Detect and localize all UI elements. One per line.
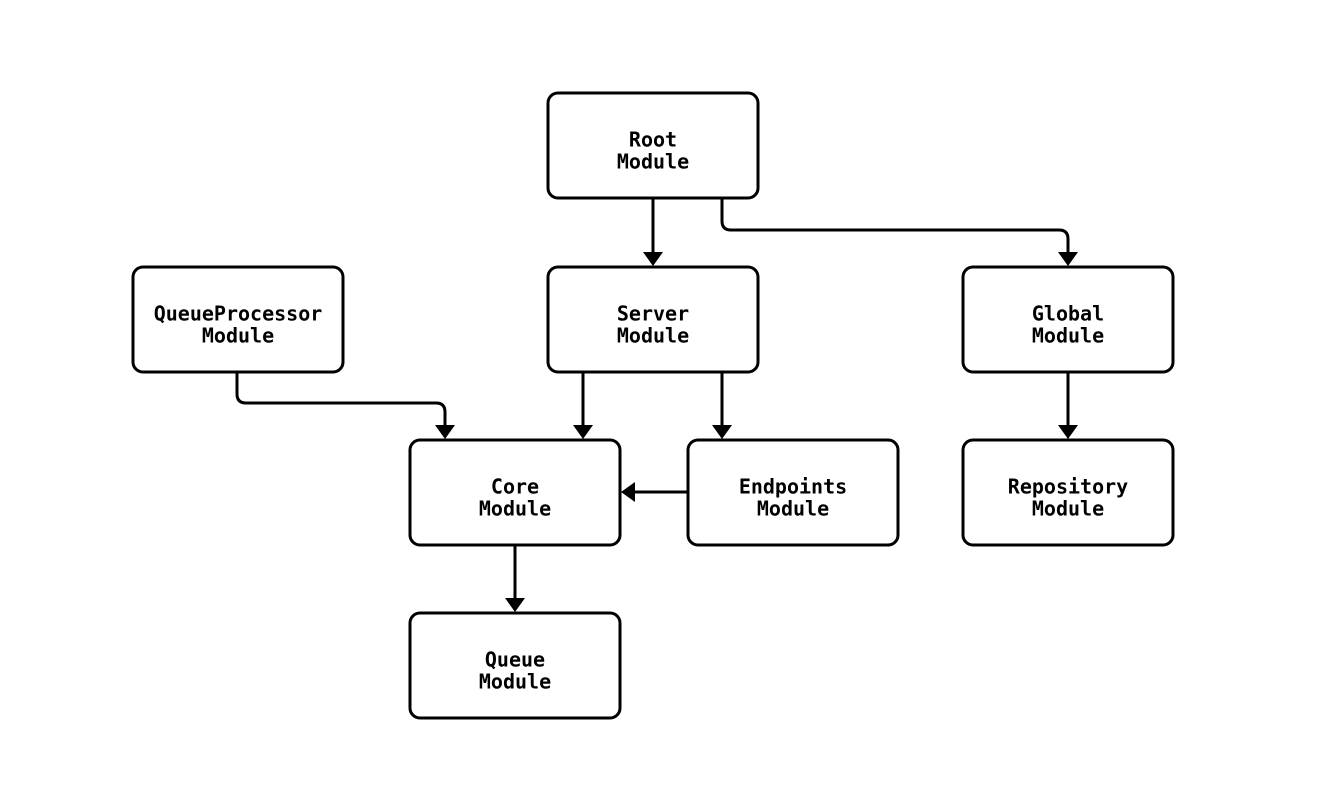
node-box (546, 265, 760, 374)
node-box (961, 438, 1175, 547)
edge-root-server (643, 198, 663, 266)
node-box (408, 611, 622, 720)
edge-global-repository (1058, 373, 1078, 439)
arrowhead-icon (1058, 425, 1078, 439)
arrowhead-icon (1058, 252, 1078, 266)
node-box (686, 438, 900, 547)
edge-line (720, 198, 1070, 254)
arrowhead-icon (573, 425, 593, 439)
edge-queueprocessor-core (235, 373, 455, 439)
edge-line (235, 373, 447, 427)
arrowhead-icon (621, 482, 635, 502)
arrowhead-icon (712, 425, 732, 439)
arrowhead-icon (435, 425, 455, 439)
arrowhead-icon (643, 252, 663, 266)
edge-server-core (573, 373, 593, 439)
edge-root-global (720, 198, 1078, 266)
edge-core-queue (505, 546, 525, 612)
arrowhead-icon (505, 598, 525, 612)
edge-endpoints-core (621, 482, 687, 502)
node-box (408, 438, 622, 547)
node-box (961, 265, 1175, 374)
node-box (131, 265, 345, 374)
edge-server-endpoints (712, 373, 732, 439)
node-box (546, 91, 760, 200)
